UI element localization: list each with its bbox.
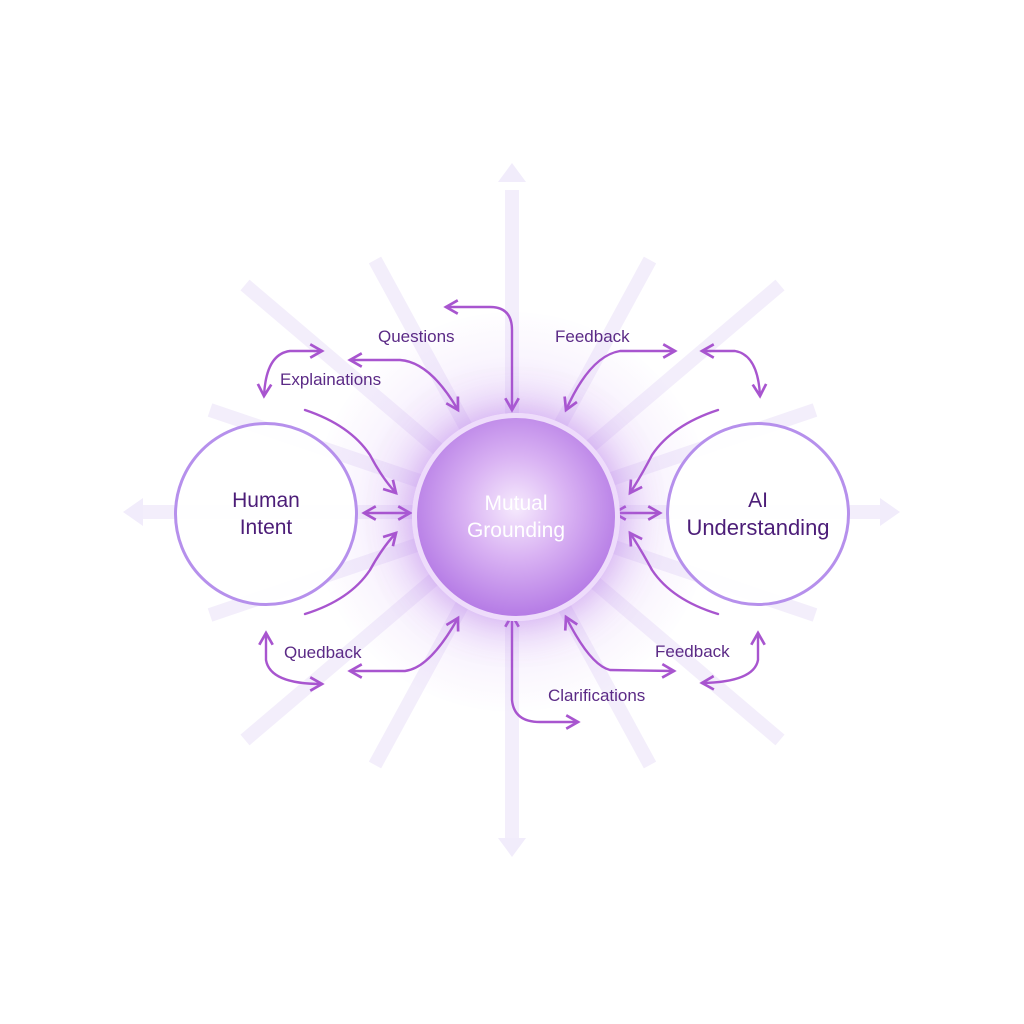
mutual-grounding-line1: Mutual: [484, 492, 548, 515]
ray-left-arrowhead-icon: [123, 498, 143, 526]
human-intent-line1: Human: [232, 489, 300, 512]
ray-up-arrowhead-icon: [498, 163, 526, 182]
mutual-grounding-line2: Grounding: [466, 519, 566, 542]
arrow-feedback-bottom: [563, 614, 677, 679]
label-clarifications: Clarifications: [548, 686, 646, 705]
arrow-ai-lower: [628, 530, 720, 616]
ai-understanding-line1: AI: [748, 489, 768, 512]
ai-understanding-node: AI Understanding: [666, 422, 850, 606]
arrow-quedback: [347, 615, 460, 679]
arrow-feedback-top: [563, 343, 678, 413]
arrow-explainations-loop: [256, 343, 325, 399]
arrow-clarifications: [504, 612, 581, 730]
arrow-feedback-top-loop: [699, 343, 768, 399]
human-intent-line2: Intent: [239, 516, 293, 539]
ray-down-arrowhead-icon: [498, 838, 526, 857]
arrow-feedback-bottom-loop: [699, 630, 766, 691]
arrow-questions: [347, 352, 460, 413]
label-feedback-top: Feedback: [555, 327, 630, 346]
arrow-human-upper: [303, 408, 398, 495]
arrow-quedback-loop: [258, 630, 325, 692]
label-explainations: Explainations: [280, 370, 382, 389]
arrow-questions-top: [443, 299, 520, 413]
label-quedback: Quedback: [284, 643, 362, 662]
ray-right-arrowhead-icon: [880, 498, 900, 526]
arrow-human-lower: [303, 531, 398, 616]
ai-understanding-line2: Understanding: [686, 515, 830, 540]
arrow-ai-upper: [628, 408, 720, 496]
label-questions: Questions: [378, 327, 455, 346]
human-intent-node: Human Intent: [174, 422, 358, 606]
label-feedback-bottom: Feedback: [655, 642, 730, 661]
mutual-grounding-node: Mutual Grounding: [412, 413, 620, 621]
